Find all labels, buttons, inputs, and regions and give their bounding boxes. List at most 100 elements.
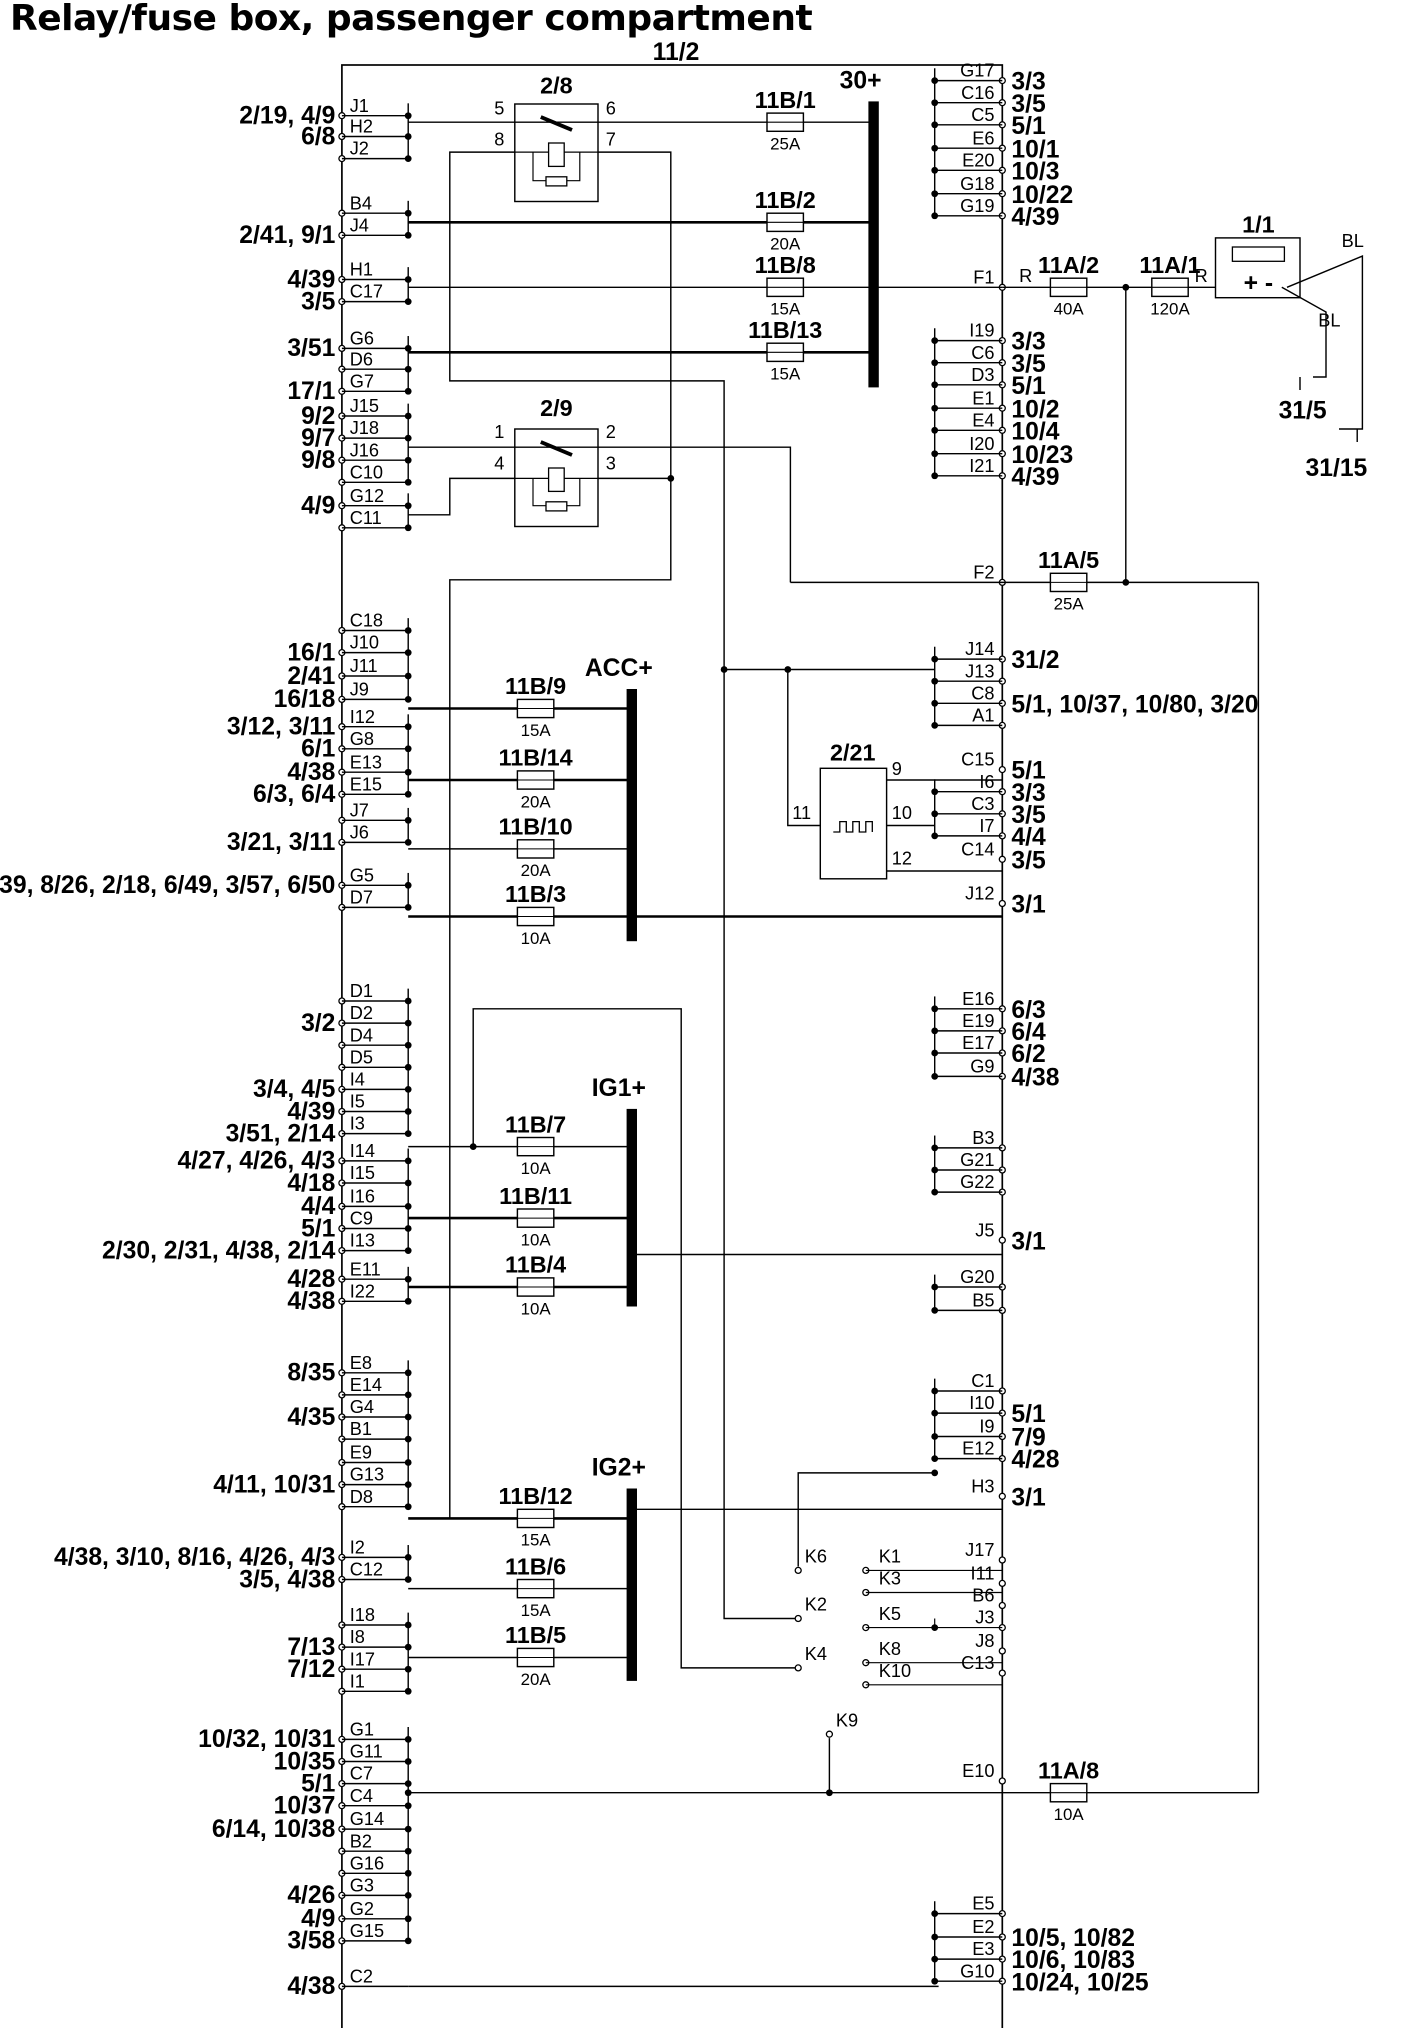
external-ref-right: 5/1, 10/37, 10/80, 3/20	[1011, 691, 1258, 718]
pin-label-left: E14	[350, 1375, 382, 1395]
external-ref-right: 3/5	[1011, 802, 1046, 829]
junction-dot	[720, 666, 728, 673]
pin-label-left: I14	[350, 1141, 375, 1161]
module-pin: 10	[892, 803, 912, 823]
pin-label-left: G15	[350, 1921, 384, 1941]
external-ref-right: 3/1	[1011, 1228, 1046, 1255]
pin-label-left: C18	[350, 611, 383, 631]
wire	[449, 151, 796, 1620]
pin-label-left: H1	[350, 260, 373, 280]
pin-label-left: I3	[350, 1114, 365, 1134]
junction-dot	[931, 1624, 939, 1631]
battery-wire-color: BL	[1318, 310, 1340, 330]
fuse-label: 11B/11	[499, 1183, 572, 1209]
k-terminal-label: K2	[805, 1595, 827, 1615]
external-ref-right: 3/5	[1011, 351, 1046, 378]
terminal-point	[998, 1669, 1006, 1677]
pin-label-right: I20	[969, 434, 994, 454]
external-ref-right: 10/3	[1011, 158, 1059, 185]
junction-dot	[404, 155, 412, 162]
bus-30	[868, 101, 879, 388]
pin-label-left: D8	[350, 1487, 373, 1507]
external-ref-right: 4/28	[1011, 1447, 1059, 1474]
pin-label-left: H2	[350, 117, 373, 137]
relay-wire	[532, 152, 546, 182]
external-ref-left: 4/39	[287, 1098, 335, 1125]
ground-31-15: 31/15	[1306, 455, 1368, 482]
external-ref-left: 3/51, 2/14	[226, 1120, 336, 1147]
pin-label-right: C15	[961, 750, 994, 770]
fuse-label: 11A/1	[1139, 252, 1200, 278]
pin-label-right: B5	[972, 1291, 994, 1311]
relay-coil	[547, 467, 565, 493]
external-ref-left: 4/38, 3/10, 8/16, 4/26, 4/3	[54, 1544, 335, 1571]
pin-label-right: E4	[972, 410, 994, 430]
fuse-label: 11B/14	[499, 745, 573, 771]
pin-label-left: J9	[350, 680, 369, 700]
bus-ig1	[626, 1108, 637, 1307]
fuse-label: 11B/5	[505, 1622, 566, 1648]
wire	[797, 1472, 935, 1567]
external-ref-left: 17/1	[287, 378, 335, 405]
pin-label-right: E12	[962, 1439, 994, 1459]
pin-label-left: I2	[350, 1538, 365, 1558]
pin-label-left: I22	[350, 1281, 375, 1301]
pin-label-left: G11	[350, 1742, 383, 1762]
relay-2-9-label: 2/9	[540, 395, 573, 421]
external-ref-left: 3/58	[287, 1928, 335, 1955]
external-ref-left: 5/1	[301, 1770, 336, 1797]
external-ref-left: 6/8	[301, 123, 335, 150]
pin-label-left: J2	[350, 139, 369, 159]
external-ref-right: 10/6, 10/83	[1011, 1947, 1135, 1974]
external-ref-left: 5/1	[301, 1215, 336, 1242]
fuse-rating: 20A	[521, 861, 552, 880]
junction-dot	[931, 722, 939, 729]
pin-label-left: D5	[350, 1047, 373, 1067]
pin-label-right: B3	[972, 1128, 994, 1148]
wire	[472, 1008, 796, 1669]
fuse-rating: 15A	[521, 1601, 552, 1620]
pin-label-left: J18	[350, 418, 379, 438]
relay-pin: 8	[494, 130, 504, 150]
k-terminal-label: K5	[879, 1604, 901, 1624]
relay-diode	[545, 501, 568, 512]
terminal-point	[998, 765, 1006, 774]
external-ref-left: 16/18	[274, 686, 336, 713]
pin-label-right: E5	[972, 1894, 994, 1914]
wire	[1281, 286, 1327, 378]
pin-label-right: G10	[960, 1961, 994, 1981]
relay-pin: 1	[494, 422, 504, 442]
bus-ig2-label: IG2+	[592, 1455, 646, 1482]
external-ref-left: 4/9	[301, 1906, 335, 1933]
external-ref-left: 2/41	[287, 663, 335, 690]
external-ref-left: 2/19, 4/9	[239, 102, 335, 129]
external-ref-left: 9/8	[301, 447, 335, 474]
k-terminal-label: K1	[879, 1547, 901, 1567]
pin-label-left: E15	[350, 774, 382, 794]
pin-label-left: E8	[350, 1353, 372, 1373]
relay-wire	[566, 478, 581, 507]
relay-coil	[547, 142, 565, 168]
pin-label-right: J17	[965, 1540, 994, 1560]
external-ref-left: 3/51	[287, 335, 335, 362]
external-ref-right: 10/23	[1011, 442, 1073, 469]
external-ref-left: 4/9	[301, 493, 335, 520]
relay-pin: 5	[494, 98, 504, 118]
relay-2-8-label: 2/8	[540, 73, 573, 99]
pin-label-right: I10	[969, 1393, 994, 1413]
fuse-label: 11B/2	[755, 187, 816, 213]
external-ref-right: 6/4	[1011, 1019, 1046, 1046]
terminal-point	[794, 1664, 802, 1672]
pin-label-left: D6	[350, 349, 373, 369]
ground-31-5: 31/5	[1279, 398, 1327, 425]
pin-label-right: E16	[962, 989, 994, 1009]
fuse-label: 11B/7	[505, 1111, 566, 1137]
external-ref-left: 16/1	[287, 639, 335, 666]
relay-pin: 4	[494, 453, 504, 473]
relay-diode	[545, 176, 568, 187]
terminal-point	[998, 1601, 1006, 1610]
fuse-label: 11A/2	[1038, 252, 1099, 278]
k-terminal-label: K4	[805, 1644, 827, 1664]
pin-label-left: B4	[350, 193, 372, 213]
pin-label-left: J6	[350, 822, 369, 842]
